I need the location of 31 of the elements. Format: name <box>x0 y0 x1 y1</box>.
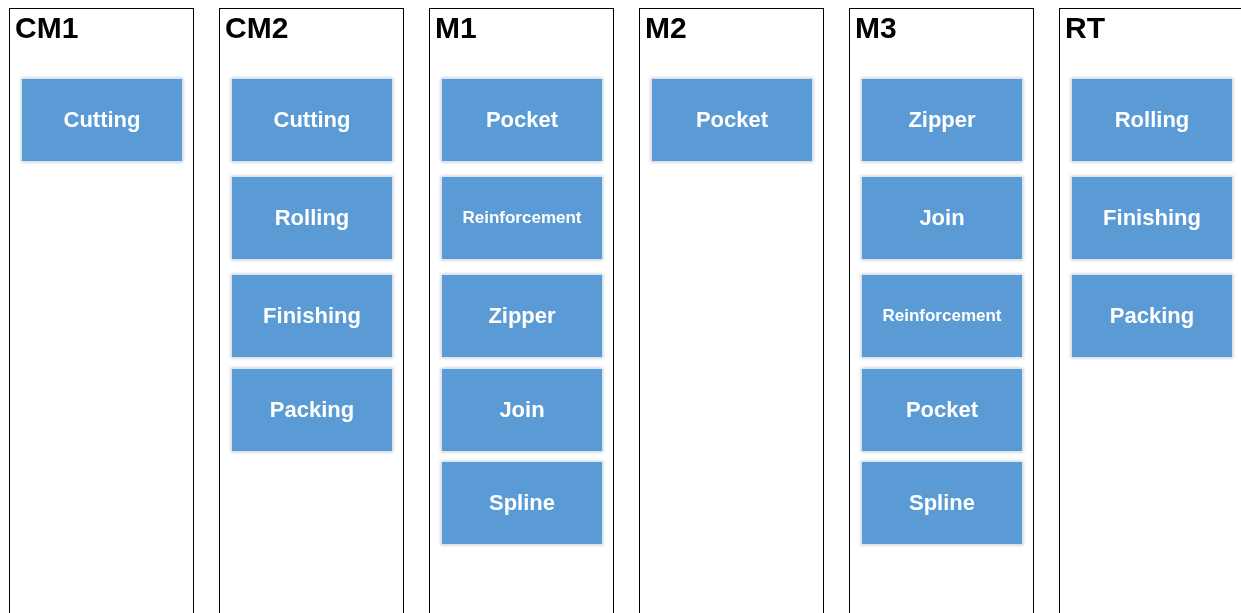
task-box: Finishing <box>1071 176 1233 260</box>
task-box: Join <box>861 176 1023 260</box>
task-box: Zipper <box>861 78 1023 162</box>
task-box: Reinforcement <box>441 176 603 260</box>
lane-column <box>849 8 1034 613</box>
task-box: Cutting <box>21 78 183 162</box>
task-box: Zipper <box>441 274 603 358</box>
lane-column <box>219 8 404 613</box>
lane-heading: RT <box>1065 11 1105 45</box>
task-box: Packing <box>1071 274 1233 358</box>
task-box: Pocket <box>861 368 1023 452</box>
lane-heading: M3 <box>855 11 897 45</box>
lane-heading: CM1 <box>15 11 79 45</box>
task-box: Reinforcement <box>861 274 1023 358</box>
task-box: Finishing <box>231 274 393 358</box>
task-box: Rolling <box>1071 78 1233 162</box>
task-box: Pocket <box>651 78 813 162</box>
task-box: Pocket <box>441 78 603 162</box>
lane-column <box>639 8 824 613</box>
task-box: Spline <box>441 461 603 545</box>
lane-column <box>1059 8 1241 613</box>
task-box: Join <box>441 368 603 452</box>
task-box: Rolling <box>231 176 393 260</box>
lane-heading: M1 <box>435 11 477 45</box>
lane-heading: CM2 <box>225 11 289 45</box>
lane-column <box>9 8 194 613</box>
lane-heading: M2 <box>645 11 687 45</box>
task-box: Cutting <box>231 78 393 162</box>
task-box: Spline <box>861 461 1023 545</box>
lane-column <box>429 8 614 613</box>
task-box: Packing <box>231 368 393 452</box>
